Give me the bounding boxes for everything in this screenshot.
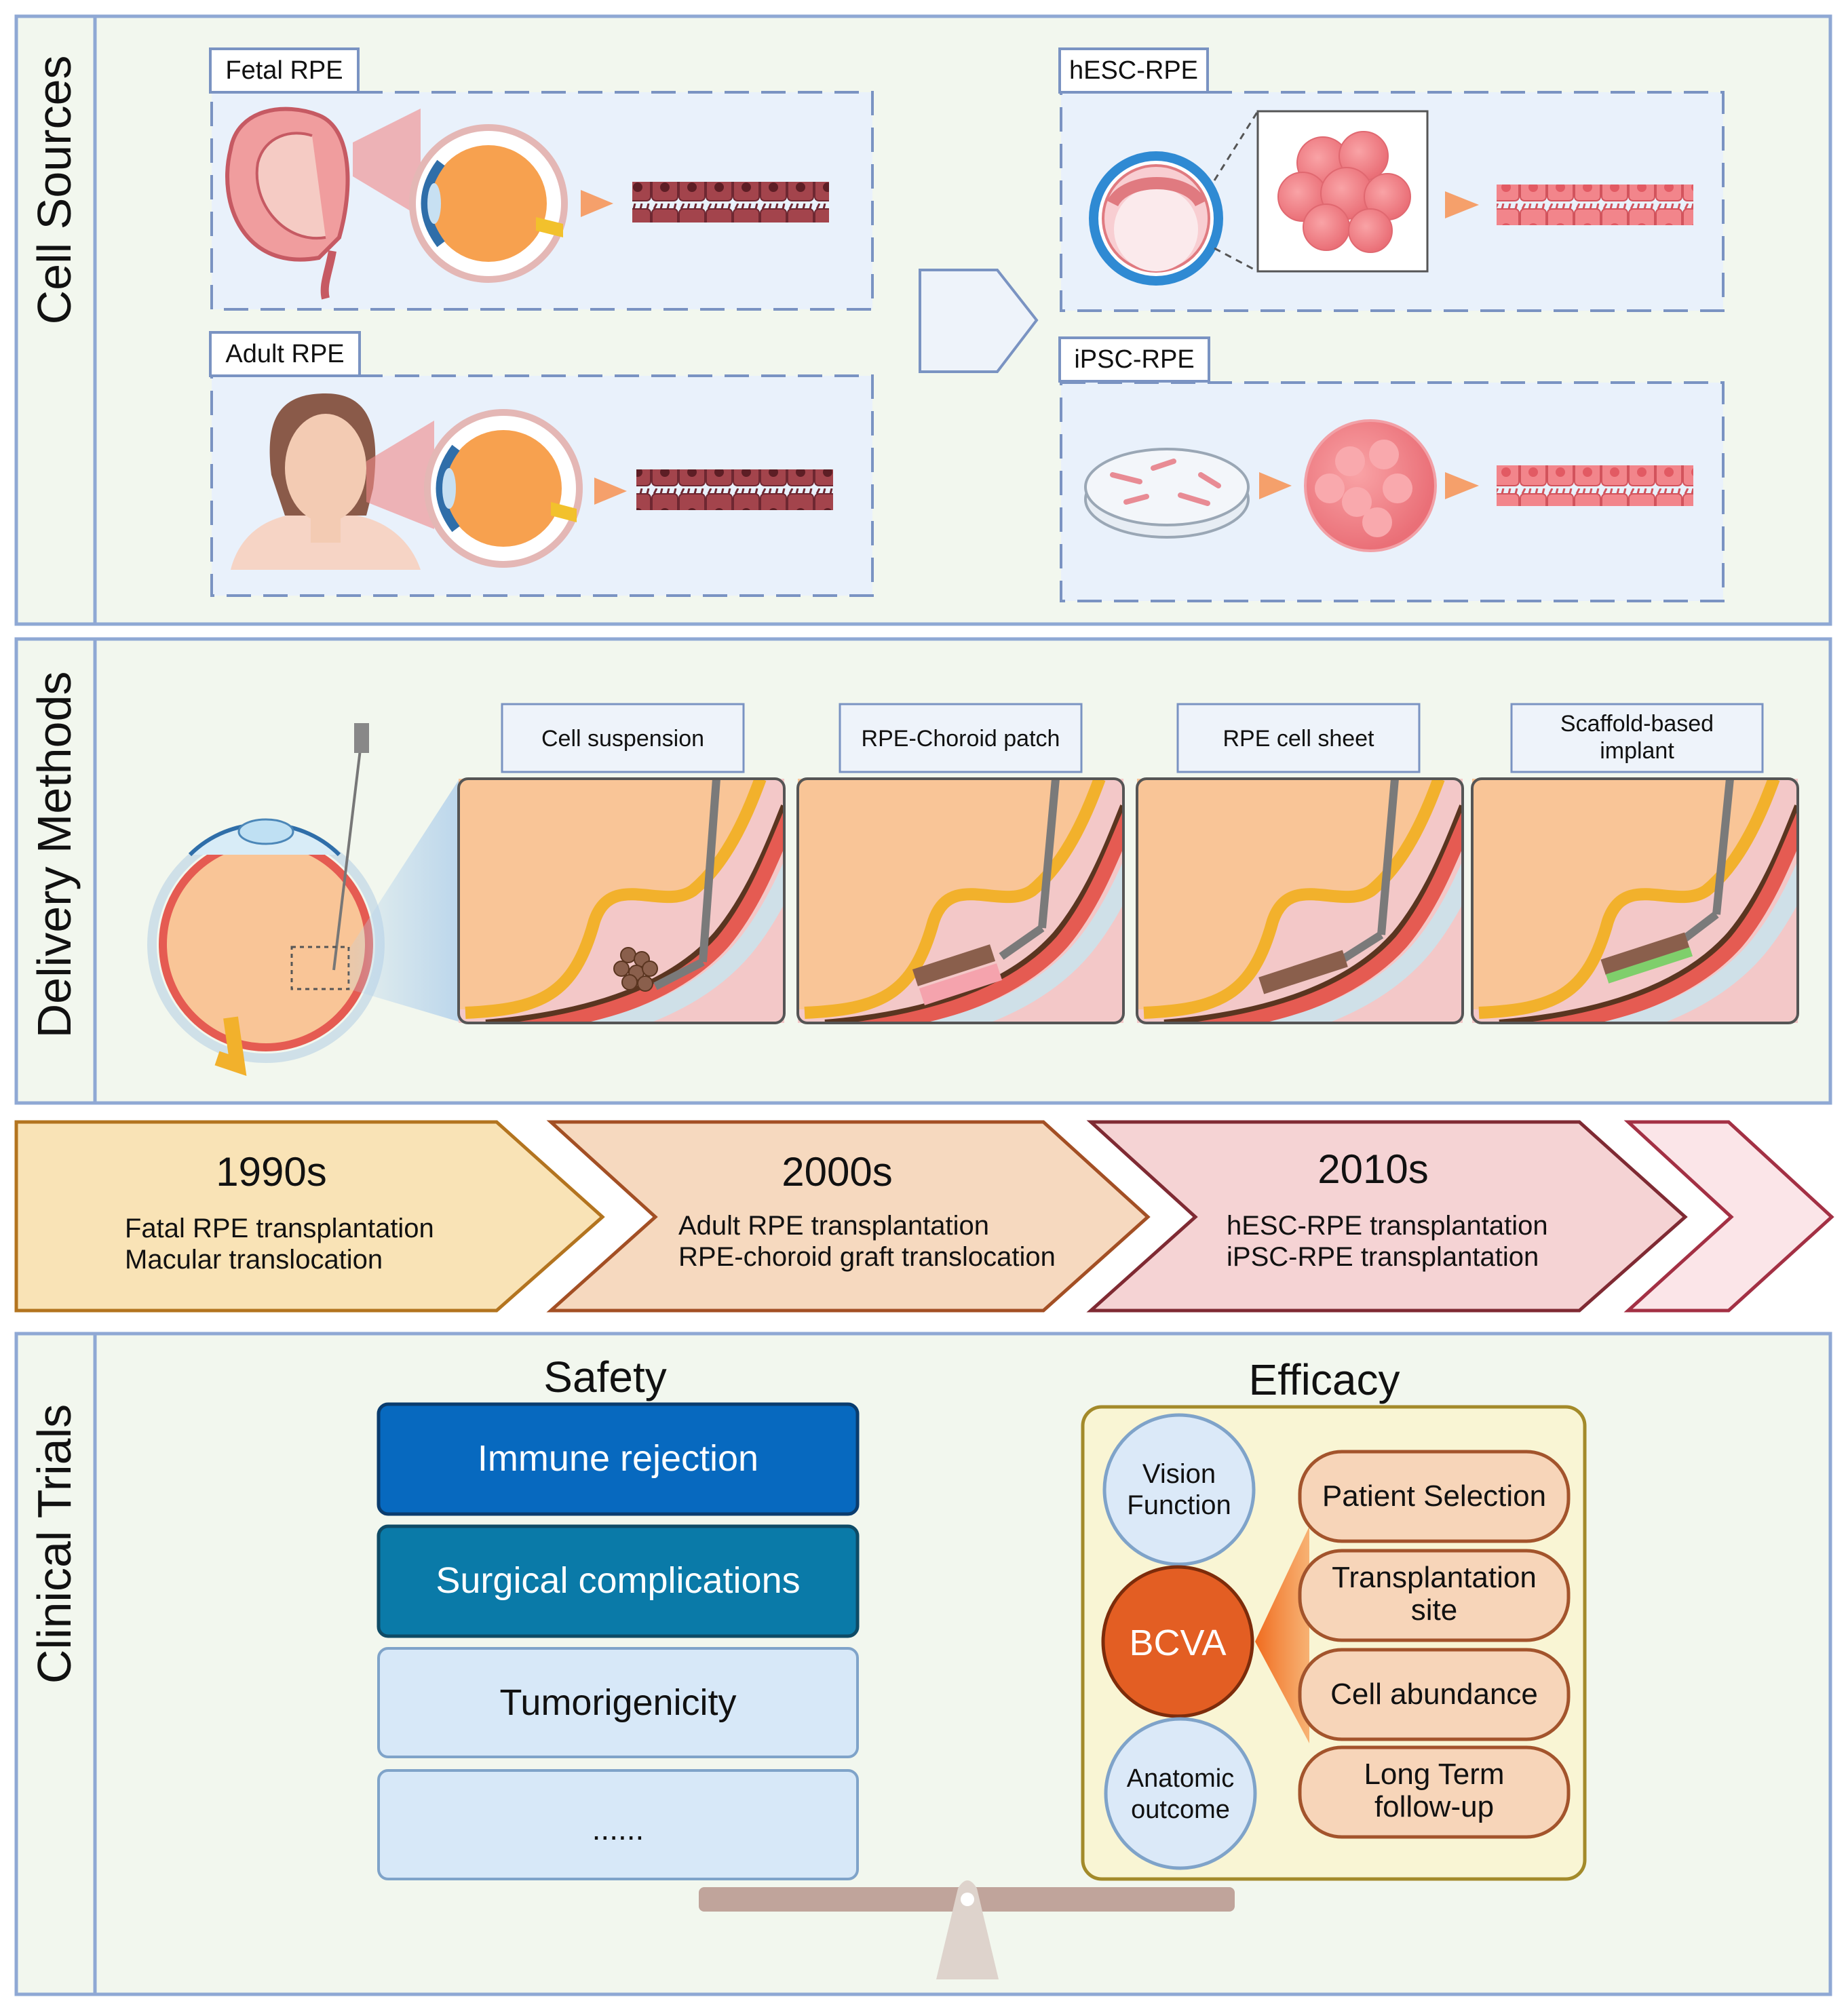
hesc-rpe-card: hESC-RPE xyxy=(1058,47,1725,312)
balance-scale xyxy=(699,1880,1235,1979)
factor-long-term-follow-up: Long Term follow-up xyxy=(1298,1745,1571,1839)
eye-magnified-icon xyxy=(409,124,568,283)
subretinal-view-2 xyxy=(796,777,1125,1024)
vision-function-circle: Vision Function xyxy=(1102,1413,1256,1566)
rpe-layer-adult xyxy=(636,469,833,510)
efficacy-title: Efficacy xyxy=(1249,1355,1400,1404)
arrow-hesc xyxy=(1445,191,1479,218)
svg-text:1990s: 1990s xyxy=(216,1149,326,1195)
bcva-circle: BCVA xyxy=(1101,1565,1254,1718)
safety-item-immune-rejection: Immune rejection xyxy=(377,1402,860,1516)
svg-text:iPSC-RPE transplantation: iPSC-RPE transplantation xyxy=(1227,1242,1539,1272)
arrow-ipsc-2 xyxy=(1445,472,1479,499)
ipsc-cluster-icon xyxy=(1304,419,1437,552)
arrow-ipsc-1 xyxy=(1259,472,1292,499)
safety-item-more: ...... xyxy=(377,1769,859,1880)
svg-text:Cell abundance: Cell abundance xyxy=(1330,1678,1538,1711)
svg-text:2010s: 2010s xyxy=(1317,1146,1428,1192)
subretinal-view-1 xyxy=(457,777,786,1024)
factor-fan xyxy=(1255,1526,1309,1743)
svg-text:Fatal RPE transplantation: Fatal RPE transplantation xyxy=(125,1214,434,1243)
petri-dish-icon xyxy=(1084,448,1250,539)
svg-text:Macular translocation: Macular translocation xyxy=(125,1245,383,1275)
clinical-trials-panel: Clinical Trials Safety Efficacy Immune r… xyxy=(14,1332,1832,1996)
factor-patient-selection: Patient Selection xyxy=(1298,1450,1571,1543)
timeline: 1990s Fatal RPE transplantation Macular … xyxy=(14,1120,1834,1313)
svg-text:BCVA: BCVA xyxy=(1129,1623,1226,1663)
zoom-cone xyxy=(366,421,434,529)
svg-text:follow-up: follow-up xyxy=(1374,1790,1494,1823)
arrow-fetal xyxy=(581,190,613,217)
adult-rpe-card: Adult RPE xyxy=(209,331,874,597)
method-label-rpe-cell-sheet: RPE cell sheet xyxy=(1176,703,1421,773)
svg-text:hESC-RPE transplantation: hESC-RPE transplantation xyxy=(1227,1211,1548,1241)
svg-text:RPE cell sheet: RPE cell sheet xyxy=(1223,726,1375,752)
subretinal-view-4 xyxy=(1471,777,1799,1024)
subretinal-view-3 xyxy=(1136,777,1464,1024)
eye-magnified-icon xyxy=(424,409,583,568)
adult-rpe-label: Adult RPE xyxy=(225,340,344,368)
arrow-adult xyxy=(594,478,627,505)
svg-text:Surgical complications: Surgical complications xyxy=(436,1560,800,1601)
svg-text:RPE-Choroid patch: RPE-Choroid patch xyxy=(862,726,1060,752)
stem-cell-colony-icon xyxy=(1277,131,1411,253)
svg-text:Scaffold-based: Scaffold-based xyxy=(1560,711,1714,737)
fetal-rpe-card: Fetal RPE xyxy=(209,47,874,311)
fetal-rpe-label: Fetal RPE xyxy=(225,56,343,85)
delivery-methods-panel: Delivery Methods xyxy=(14,637,1832,1105)
ipsc-rpe-label: iPSC-RPE xyxy=(1074,345,1194,374)
factor-transplantation-site: Transplantation site xyxy=(1298,1549,1571,1642)
rpe-layer-hesc xyxy=(1497,185,1693,225)
rpe-layer-ipsc xyxy=(1497,465,1693,506)
rpe-layer-fetal xyxy=(632,182,829,222)
safety-title: Safety xyxy=(543,1353,666,1401)
section-label-delivery-methods: Delivery Methods xyxy=(28,672,81,1039)
svg-text:site: site xyxy=(1411,1593,1457,1627)
svg-text:Function: Function xyxy=(1127,1490,1231,1520)
svg-text:Tumorigenicity: Tumorigenicity xyxy=(499,1682,736,1723)
zoom-cone xyxy=(353,109,421,217)
svg-text:Patient Selection: Patient Selection xyxy=(1322,1479,1546,1513)
svg-text:......: ...... xyxy=(592,1811,644,1846)
timeline-2010s: 2010s hESC-RPE transplantation iPSC-RPE … xyxy=(1086,1120,1688,1313)
method-label-rpe-choroid-patch: RPE-Choroid patch xyxy=(839,703,1083,773)
svg-text:implant: implant xyxy=(1600,738,1674,764)
svg-text:RPE-choroid graft translocatio: RPE-choroid graft translocation xyxy=(678,1242,1056,1272)
efficacy-box: Vision Function BCVA Anatomic outcome Pa… xyxy=(1081,1405,1587,1881)
timeline-2000s: 2000s Adult RPE transplantation RPE-chor… xyxy=(546,1120,1151,1313)
section-label-clinical-trials: Clinical Trials xyxy=(28,1404,81,1684)
safety-item-tumorigenicity: Tumorigenicity xyxy=(377,1647,859,1758)
svg-text:Anatomic: Anatomic xyxy=(1127,1764,1234,1793)
uterus-fetus-illustration xyxy=(225,106,350,300)
source-arrow xyxy=(919,269,1039,373)
safety-item-surgical-complications: Surgical complications xyxy=(377,1524,860,1638)
svg-text:Immune rejection: Immune rejection xyxy=(478,1438,758,1479)
svg-text:Vision: Vision xyxy=(1142,1459,1216,1489)
svg-text:2000s: 2000s xyxy=(782,1149,892,1195)
blastocyst-icon xyxy=(1089,151,1223,286)
method-label-scaffold-implant: Scaffold-based implant xyxy=(1510,703,1764,773)
svg-text:Cell suspension: Cell suspension xyxy=(541,726,704,752)
zoom-cone-delivery xyxy=(349,780,459,1022)
svg-text:outcome: outcome xyxy=(1131,1796,1230,1824)
adult-face-illustration xyxy=(231,393,421,570)
ipsc-rpe-card: iPSC-RPE xyxy=(1058,336,1725,602)
timeline-future-chevron xyxy=(1623,1120,1834,1313)
method-label-cell-suspension: Cell suspension xyxy=(501,703,745,773)
svg-text:Adult RPE transplantation: Adult RPE transplantation xyxy=(678,1211,989,1241)
hesc-rpe-label: hESC-RPE xyxy=(1069,56,1198,85)
timeline-1990s: 1990s Fatal RPE transplantation Macular … xyxy=(14,1120,605,1313)
svg-text:Long Term: Long Term xyxy=(1364,1758,1504,1791)
cell-sources-panel: Cell Sources Fetal RPE xyxy=(14,14,1832,626)
anatomic-outcome-circle: Anatomic outcome xyxy=(1104,1717,1257,1870)
svg-text:Transplantation: Transplantation xyxy=(1332,1561,1537,1594)
section-label-cell-sources: Cell Sources xyxy=(28,56,81,325)
factor-cell-abundance: Cell abundance xyxy=(1298,1648,1571,1741)
